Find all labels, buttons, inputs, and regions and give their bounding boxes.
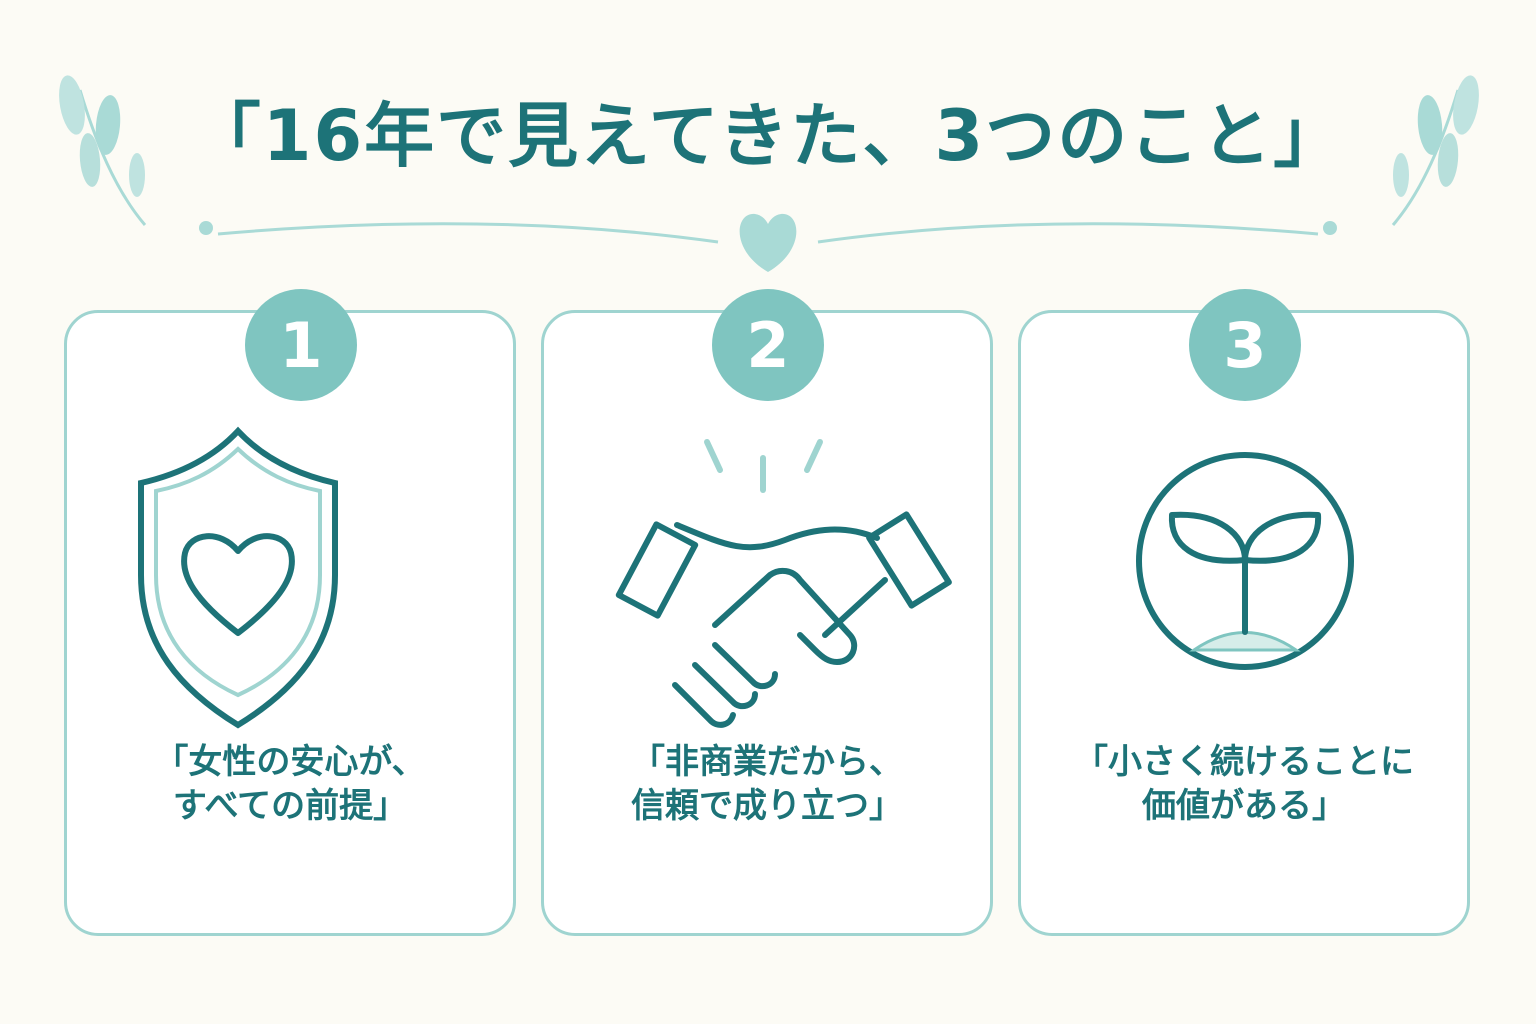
number-badge-3: 3 <box>1189 289 1301 401</box>
card-2-text: 「非商業だから、 信頼で成り立つ」 <box>631 742 903 826</box>
heart-divider <box>199 213 1337 272</box>
shield-heart-icon <box>138 426 338 729</box>
leaf-branch-right-icon <box>1391 75 1479 226</box>
heart-icon <box>739 213 797 272</box>
number-badge-1: 1 <box>245 289 357 401</box>
card-1-text: 「女性の安心が、 すべての前提」 <box>154 742 426 826</box>
card-1 <box>64 310 516 936</box>
number-badge-2: 2 <box>712 289 824 401</box>
leaf-branch-left-icon <box>59 75 147 226</box>
sprout-icon <box>1136 452 1354 670</box>
card-3-text: 「小さく続けることに 価値がある」 <box>1074 742 1414 826</box>
handshake-icon <box>615 439 952 728</box>
page-title: 「16年で見えてきた、3つのこと」 <box>190 95 1346 177</box>
